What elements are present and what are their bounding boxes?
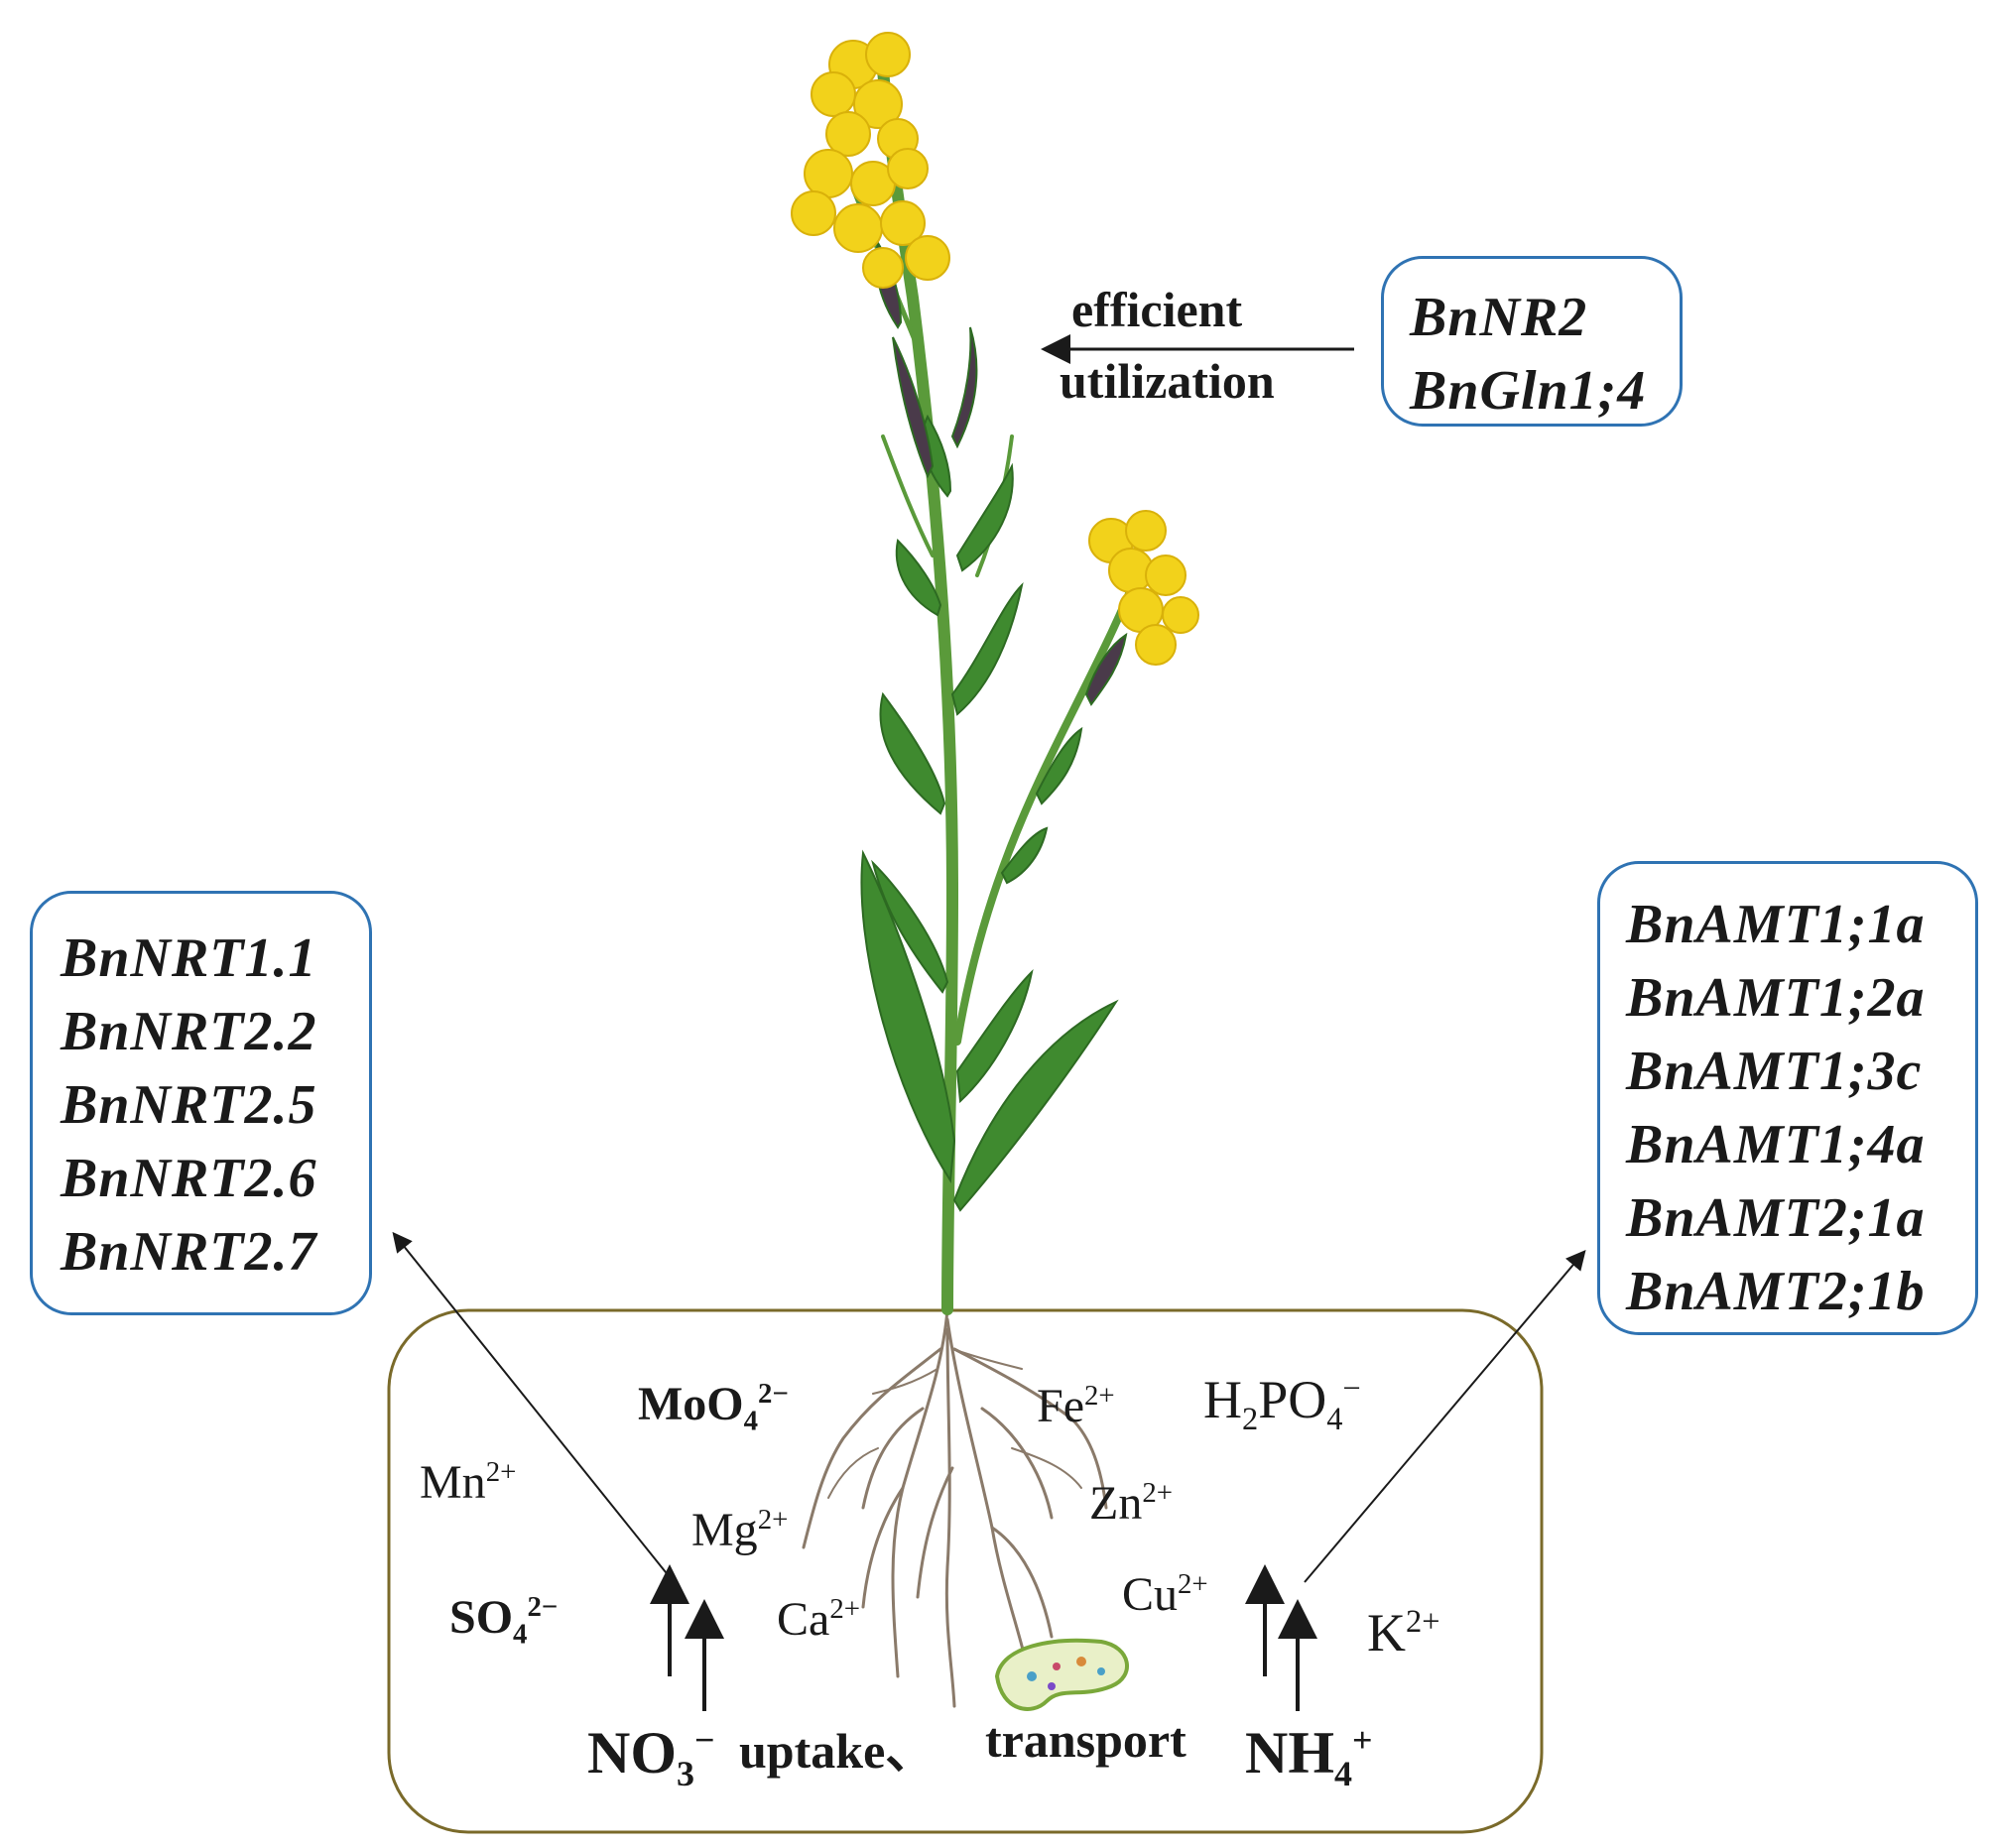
ion-calcium: Ca2+ xyxy=(777,1593,860,1646)
ion-magnesium: Mg2+ xyxy=(691,1504,789,1556)
gene-label: BnAMT2;1a xyxy=(1626,1187,1926,1249)
label-utilization: utilization xyxy=(1060,353,1275,409)
gene-label: BnAMT1;4a xyxy=(1626,1114,1926,1175)
root-system xyxy=(802,1307,1108,1708)
gene-label: BnAMT1;1a xyxy=(1626,894,1926,955)
ion-zinc: Zn2+ xyxy=(1089,1477,1173,1530)
microbe-icon xyxy=(994,1638,1129,1711)
plant-leaves xyxy=(860,240,1128,1212)
gene-box-ammonium: BnAMT1;1a BnAMT1;2a BnAMT1;3c BnAMT1;4a … xyxy=(1597,861,1978,1335)
label-efficient: efficient xyxy=(1071,282,1243,337)
gene-label: BnNRT2.5 xyxy=(61,1074,317,1136)
label-uptake: uptake、 xyxy=(739,1723,936,1779)
ion-iron: Fe2+ xyxy=(1037,1380,1115,1432)
gene-label: BnAMT1;2a xyxy=(1626,967,1926,1029)
gene-label: BnAMT1;3c xyxy=(1626,1041,1923,1102)
gene-label: BnNR2 xyxy=(1410,287,1588,348)
ion-dihydrogen-phosphate: H2PO4− xyxy=(1203,1370,1361,1437)
ion-manganese: Mn2+ xyxy=(420,1456,517,1509)
gene-label: BnAMT2;1b xyxy=(1626,1261,1926,1322)
gene-box-nitrate: BnNRT1.1 BnNRT2.2 BnNRT2.5 BnNRT2.6 BnNR… xyxy=(30,891,372,1315)
label-transport: transport xyxy=(985,1712,1187,1768)
gene-label: BnNRT2.7 xyxy=(61,1221,317,1283)
ion-copper: Cu2+ xyxy=(1122,1568,1208,1621)
gene-label: BnNRT1.1 xyxy=(61,927,317,989)
ion-nitrate: NO3− xyxy=(587,1720,715,1793)
ion-ammonium: NH4+ xyxy=(1245,1720,1373,1793)
gene-label: BnGln1;4 xyxy=(1410,360,1647,422)
ion-potassium: K2+ xyxy=(1367,1603,1440,1663)
gene-label: BnNRT2.2 xyxy=(61,1001,317,1062)
flower-clusters xyxy=(791,32,1199,666)
left-diagonal-arrow xyxy=(392,1231,671,1578)
gene-box-utilization: BnNR2 BnGln1;4 xyxy=(1381,256,1683,427)
right-diagonal-arrow xyxy=(1304,1249,1586,1583)
ion-sulfate: SO42− xyxy=(449,1591,559,1651)
gene-label: BnNRT2.6 xyxy=(61,1148,317,1209)
soil-box xyxy=(387,1308,1544,1834)
ion-molybdate: MoO42− xyxy=(638,1378,789,1437)
arrows xyxy=(392,334,1586,1711)
